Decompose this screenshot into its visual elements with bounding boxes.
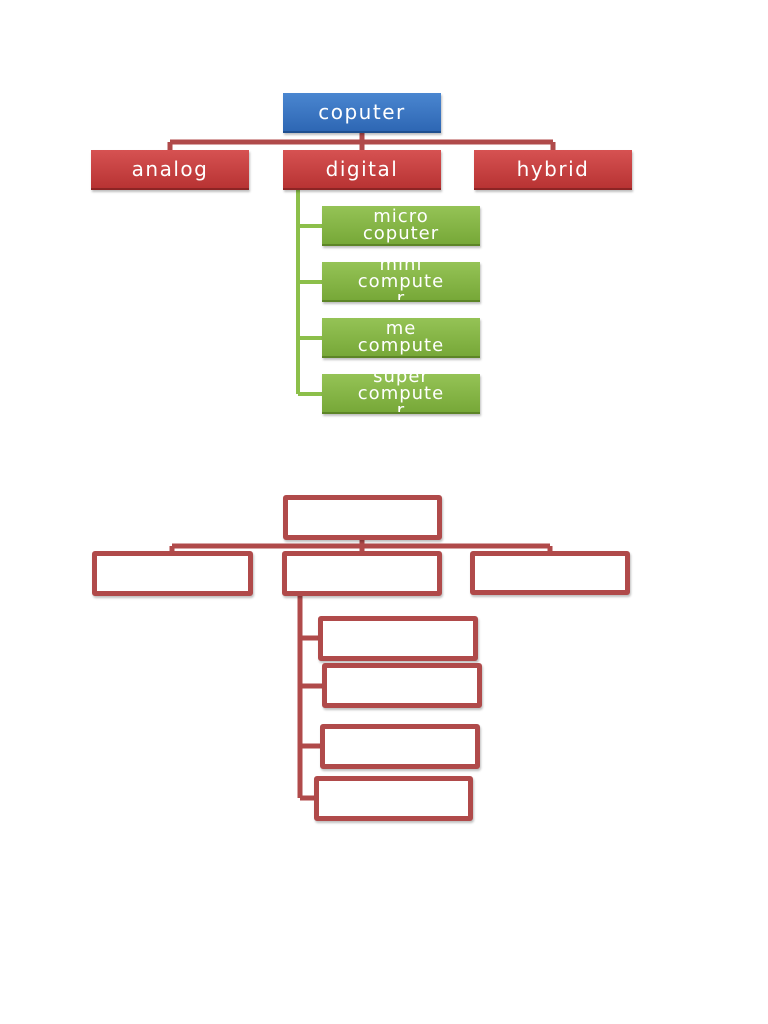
outline-mainframe-box: [320, 724, 480, 769]
node-micro-line-2: coputer: [362, 223, 440, 244]
node-mainframe-computer: mainfra me compute r: [322, 318, 480, 358]
node-mini-line-1: mini: [379, 262, 423, 275]
outline-digital-box: [282, 551, 442, 596]
node-super-line-3: r: [396, 399, 406, 414]
outline-analog-box: [92, 551, 253, 596]
node-mainframe-line-3: compute: [357, 335, 445, 356]
node-computer: coputer: [283, 93, 441, 133]
node-mini-computer: mini compute r: [322, 262, 480, 302]
node-mini-line-2: compute: [357, 270, 445, 292]
node-mainframe-line-1: mainfra: [358, 318, 444, 321]
outline-mini-box: [322, 663, 482, 708]
node-hybrid-label: hybrid: [516, 157, 590, 181]
node-mainframe-line-2: me: [385, 318, 417, 339]
outline-hybrid-box: [470, 551, 630, 595]
node-computer-label: coputer: [318, 100, 406, 124]
node-analog-label: analog: [131, 157, 209, 181]
node-mini-line-3: r: [396, 287, 406, 302]
node-analog: analog: [91, 150, 249, 190]
node-micro-line-1: micro: [373, 206, 429, 227]
outline-super-box: [314, 776, 473, 821]
node-digital-label: digital: [325, 157, 399, 181]
node-hybrid: hybrid: [474, 150, 632, 190]
node-micro-computer: micro coputer: [322, 206, 480, 246]
outline-root-box: [283, 495, 442, 540]
outline-micro-box: [318, 616, 478, 661]
node-super-line-2: compute: [357, 382, 445, 404]
node-super-line-1: super: [373, 374, 429, 387]
node-digital: digital: [283, 150, 441, 190]
node-mainframe-line-4: r: [358, 354, 444, 357]
node-super-computer: super compute r: [322, 374, 480, 414]
